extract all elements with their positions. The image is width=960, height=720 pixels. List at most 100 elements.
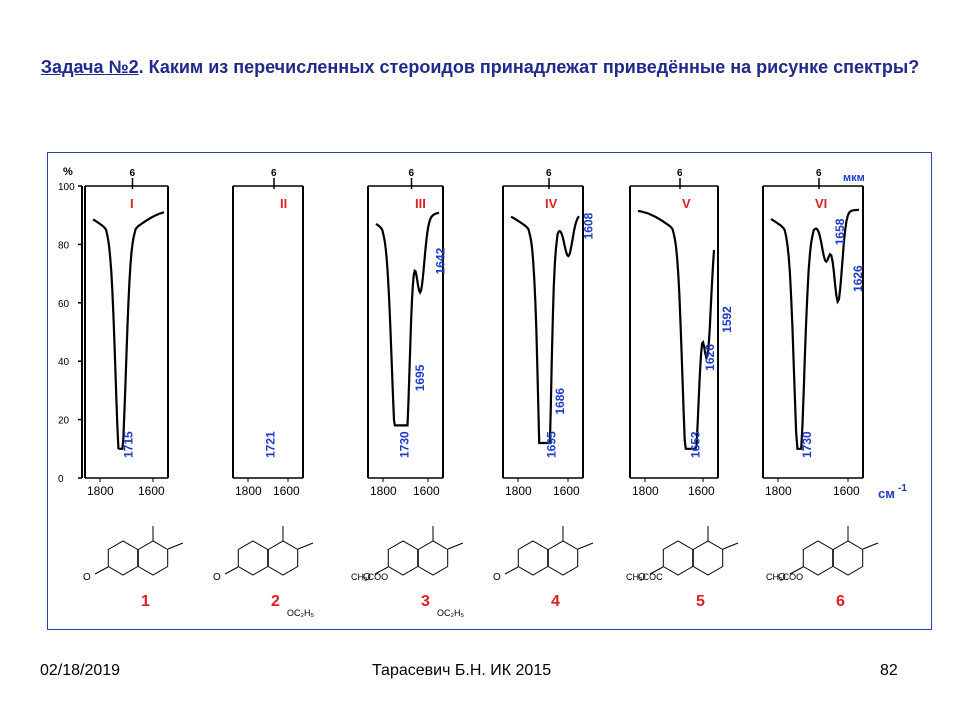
peak-label: 1730 (398, 431, 412, 458)
bond (577, 542, 594, 550)
top-scale-label: 6 (271, 168, 277, 179)
x-tick-label: 1800 (632, 484, 659, 498)
footer-author: Тарасевич Б.Н. ИК 2015 (372, 662, 552, 679)
spectrum-line (510, 215, 580, 445)
ring (832, 540, 864, 576)
spectrum-panel-4: 6 1800 1600 IV 1695 1686 1608 (502, 168, 595, 498)
bond (789, 566, 804, 575)
spectrum-panel-3: 6 1800 1600 III 1730 1695 1642 (367, 168, 447, 498)
peak-label: 1686 (553, 388, 567, 415)
y-tick-label: 20 (58, 416, 70, 427)
top-scale-label: 6 (546, 168, 552, 179)
x-tick-label: 1800 (370, 484, 397, 498)
side-group-label: CH₃COO (351, 572, 388, 582)
spectrum-line (375, 211, 440, 427)
footer-page-number: 82 (880, 662, 898, 679)
y-tick-label: 100 (58, 182, 75, 193)
peak-label: 1592 (720, 306, 734, 333)
x-tick-label: 1600 (273, 484, 300, 498)
y-axis-label: % (63, 166, 73, 178)
structure-4: O4 (493, 526, 594, 610)
x-tick-label: 1600 (553, 484, 580, 498)
panel-label: I (130, 196, 134, 211)
task-label: Задача №2 (40, 57, 139, 77)
substituent-label: OC₂H₅ (437, 608, 464, 618)
substituent-label: OC₂H₅ (287, 608, 314, 618)
bond (94, 566, 109, 575)
footer-date: 02/18/2019 (40, 662, 121, 679)
top-unit-label: мкм (843, 172, 865, 184)
y-tick-label: 0 (58, 474, 64, 485)
peak-label: 1721 (263, 431, 277, 458)
x-tick-label: 1600 (688, 484, 715, 498)
ring (547, 540, 579, 576)
side-group-label: CH₃COC (626, 572, 663, 582)
structure-number: 5 (696, 593, 705, 610)
spectrum-line (92, 211, 165, 450)
panel-label: V (682, 196, 691, 211)
peak-label: 1626 (703, 344, 717, 371)
top-scale-label: 6 (130, 168, 136, 179)
ring (662, 540, 694, 576)
slide-title: Задача №2. Каким из перечисленных стерои… (40, 52, 920, 82)
bond (167, 542, 184, 550)
peak-label: 1608 (581, 212, 595, 239)
bottom-unit-label: см (878, 486, 895, 501)
structure-1: O1 (83, 526, 184, 610)
top-scale-label: 6 (816, 168, 822, 179)
peak-label: 1712 (283, 153, 310, 156)
x-tick-label: 1600 (138, 484, 165, 498)
structure-number: 6 (836, 593, 845, 610)
x-tick-label: 1800 (765, 484, 792, 498)
side-group-label: CH₃COO (766, 572, 803, 582)
ring (107, 540, 139, 576)
ring (517, 540, 549, 576)
x-tick-label: 1800 (87, 484, 114, 498)
panel-label: VI (815, 196, 827, 211)
panel-label: II (280, 196, 287, 211)
peak-label: 1695 (413, 364, 427, 391)
spectrum-panel-2: 618001600II17211712 (233, 142, 310, 498)
bottom-unit-sup: -1 (898, 483, 907, 494)
ring (387, 540, 419, 576)
bond (862, 542, 879, 550)
atom-label: O (363, 572, 371, 583)
x-tick-label: 1600 (413, 484, 440, 498)
structure-number: 3 (421, 593, 430, 610)
atom-label: O (638, 572, 646, 583)
peak-label: 1695 (544, 431, 558, 458)
ring (267, 540, 299, 576)
peak-label: 1642 (433, 247, 447, 274)
peak-label: 1658 (833, 218, 847, 245)
bond (447, 542, 464, 550)
x-tick-label: 1600 (833, 484, 860, 498)
ring (802, 540, 834, 576)
atom-label: O (213, 572, 221, 583)
peak-label: 1626 (851, 265, 865, 292)
y-tick-label: 60 (58, 299, 70, 310)
bond (374, 566, 389, 575)
bond (297, 542, 314, 550)
spectrum-line (770, 208, 860, 450)
peak-label: 1653 (688, 431, 702, 458)
structure-5: O 5 CH₃COC (626, 526, 739, 610)
spectrum-line (637, 209, 716, 450)
panel-label: III (415, 196, 426, 211)
y-tick-label: 80 (58, 240, 70, 251)
panel-label: IV (545, 196, 558, 211)
structure-6: O 6 CH₃COO (766, 526, 879, 610)
task-question: . Каким из перечисленных стероидов прина… (138, 57, 920, 77)
top-scale-label: 6 (409, 168, 415, 179)
atom-label: O (83, 572, 91, 583)
x-tick-label: 1800 (505, 484, 532, 498)
atom-label: O (778, 572, 786, 583)
structure-number: 2 (271, 593, 280, 610)
